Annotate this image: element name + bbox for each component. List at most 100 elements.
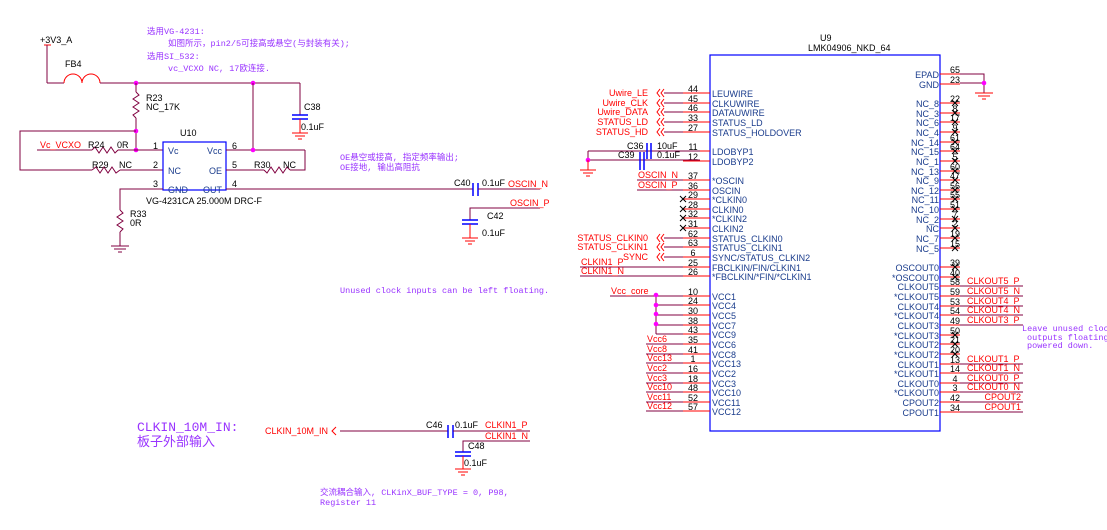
net-label: CLKOUT5_P: [967, 276, 1020, 286]
net-label: CPOUT1: [984, 402, 1021, 412]
pin-name: NC_14: [911, 138, 939, 148]
capacitor-c42: OSCIN_P C42 0.1uF: [462, 198, 550, 245]
net-label: Vcc13: [647, 353, 672, 363]
no-connect-icon: [951, 224, 959, 232]
pin-name: NC: [926, 224, 939, 234]
note-vg4231: 选用VG-4231: 如图所示，pin2/5可接高或悬空(与封装有关); 选用S…: [147, 26, 350, 74]
r24-ref: R24: [88, 140, 105, 150]
no-connect-icon: [951, 99, 959, 107]
pin-name: VCC4: [712, 301, 736, 311]
c48-ref: C48: [468, 441, 485, 451]
pin-name: CLKOUT5: [897, 282, 939, 292]
net-label: STATUS_HD: [596, 127, 649, 137]
c39-value: 0.1uF: [657, 150, 681, 160]
pin-number: 46: [688, 103, 698, 113]
note-line: vc_VCXO NC, 17欧连接.: [168, 63, 270, 74]
no-connect-icon: [951, 186, 959, 194]
pin-name: *CLKOUT0: [894, 388, 939, 398]
u10-pin-name: OE: [209, 166, 222, 176]
pin-name: VCC1: [712, 292, 736, 302]
no-connect-icon: [951, 147, 959, 155]
pin-name: VCC8: [712, 350, 736, 360]
u9-part: LMK04906_NKD_64: [808, 43, 891, 53]
pin-number: 11: [688, 142, 697, 152]
pin-name: CLKOUT0: [897, 379, 939, 389]
pin-number: 12: [688, 152, 698, 162]
pin-number: 58: [950, 277, 960, 287]
offpage-arrow-icon: [656, 127, 665, 137]
pin-number: 28: [688, 200, 698, 210]
pin-number: 19: [950, 229, 960, 239]
pin-number: 51: [950, 200, 960, 210]
pin-name: NC_9: [916, 176, 939, 186]
note-line: 如图所示，pin2/5可接高或悬空(与封装有关);: [168, 38, 350, 49]
pin-name: STATUS_CLKIN0: [712, 234, 783, 244]
pin-number: 35: [688, 335, 698, 345]
net-label: STATUS_CLKIN1: [577, 242, 648, 252]
no-connect-icon: [951, 263, 959, 271]
pin-number: 43: [688, 325, 698, 335]
net-label: CLKOUT5_N: [967, 286, 1020, 296]
net-label: Vcc_core: [611, 286, 649, 296]
u10-pin-name: OUT: [203, 185, 223, 195]
pin-name: *CLKOUT3: [894, 331, 939, 341]
u9-right-pin: 7NC_2: [916, 210, 960, 225]
pin-number: 48: [688, 383, 698, 393]
pin-number: 27: [688, 123, 698, 133]
pin-name: LEUWIRE: [712, 89, 753, 99]
u9-right-pin: 5NC_1: [916, 152, 960, 167]
pin-name: CLKOUT3: [897, 321, 939, 331]
no-connect-icon: [951, 273, 959, 281]
u9-right-pin: 40*OSCOUT0: [892, 268, 960, 283]
pin-number: 40: [950, 268, 960, 278]
u9-right-pin: 8NC_3: [916, 104, 960, 119]
c42-value: 0.1uF: [482, 228, 506, 238]
pin-name: NC_6: [916, 118, 939, 128]
no-connect-icon: [951, 205, 959, 213]
pin-name: VCC9: [712, 330, 736, 340]
c42-ref: C42: [487, 211, 504, 221]
pin-name: NC_8: [916, 99, 939, 109]
pin-number: 18: [688, 374, 698, 384]
pin-number: 32: [688, 209, 698, 219]
pin-name: VCC2: [712, 369, 736, 379]
pin-number: 38: [688, 316, 698, 326]
net-label: Vcc11: [647, 392, 671, 402]
c40-value: 0.1uF: [482, 178, 506, 188]
net-label-clkin1-p: CLKIN1_P: [485, 420, 528, 430]
pin-name: NC_5: [916, 244, 939, 254]
offpage-arrow-icon: [331, 426, 337, 436]
pin-name: *CLKOUT4: [894, 311, 939, 321]
no-connect-icon: [951, 157, 959, 165]
pin-name: CPOUT2: [902, 398, 939, 408]
pin-name: NC_11: [912, 195, 939, 205]
pin-number: 30: [688, 306, 698, 316]
note-line: 选用VG-4231:: [147, 26, 205, 37]
note-clkin-title: 板子外部输入: [137, 434, 215, 450]
net-label: STATUS_LD: [597, 117, 648, 127]
pin-number: 45: [688, 94, 698, 104]
r23-ref: R23: [146, 93, 163, 103]
pin-name: LDOBYP1: [712, 147, 754, 157]
pin-number: 39: [950, 258, 960, 268]
net-label: OSCIN_P: [638, 180, 678, 190]
no-connect-icon: [951, 176, 959, 184]
resistor-r29: R29 NC: [91, 160, 163, 174]
net-label: CLKOUT4_P: [967, 296, 1020, 306]
pin-name: OSCIN: [712, 186, 741, 196]
